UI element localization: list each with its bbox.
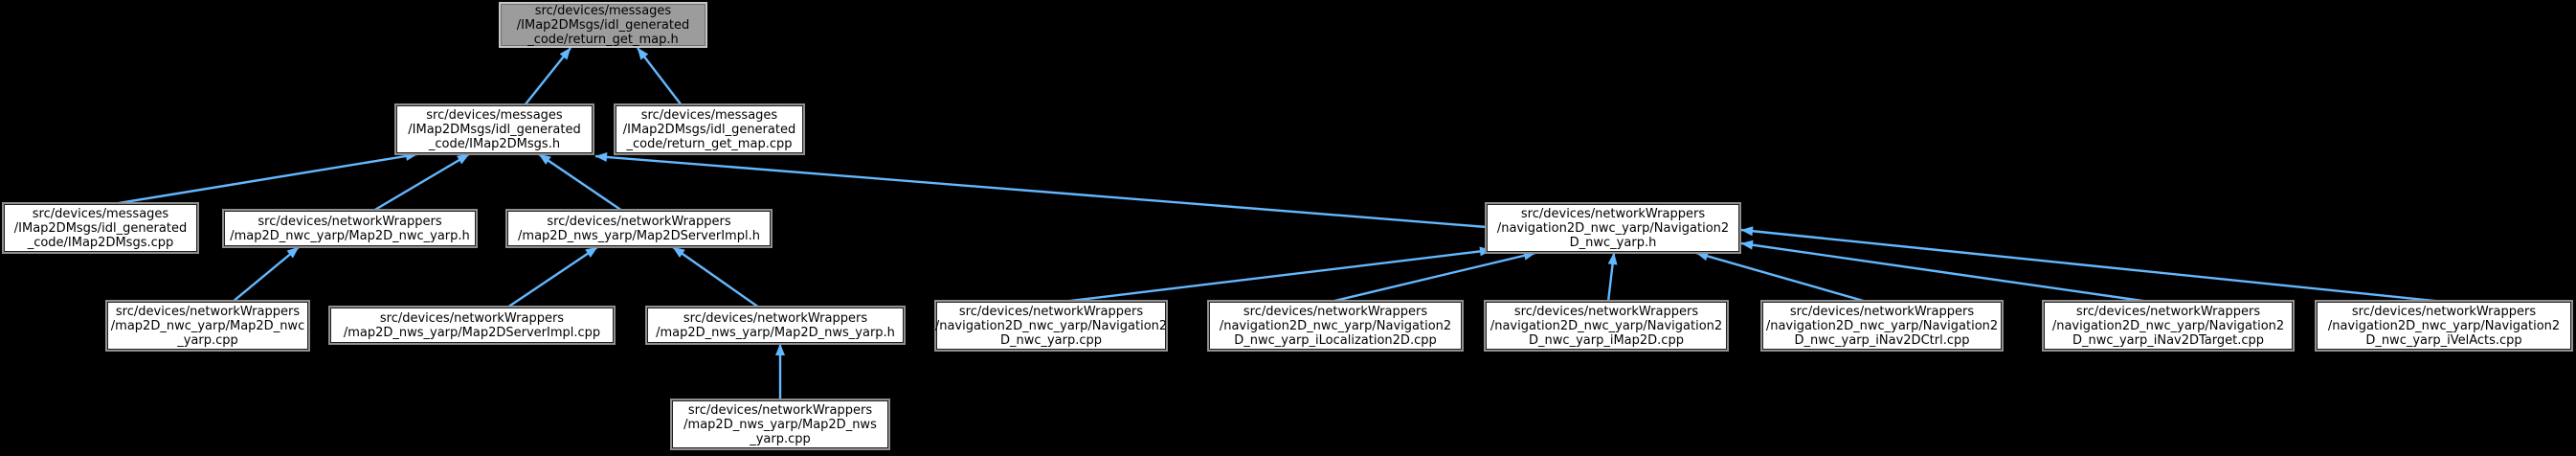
- graph-edge-iNav2DTarget_cpp-to-Navigation2D_nwc_yarp_h: [1740, 239, 2150, 304]
- graph-edge-iMap2D_cpp-to-Navigation2D_nwc_yarp_h: [1606, 252, 1618, 303]
- graph-edge-Map2D_nwc_yarp_h-to-IMap2DMsgs_h: [372, 152, 470, 213]
- graph-edge-Map2DServerImpl_cpp-to-Map2DServerImpl_h: [506, 246, 598, 308]
- graph-node-iMap2D_cpp[interactable]: src/devices/networkWrappers /navigation2…: [1486, 302, 1727, 350]
- graph-node-iVelActs_cpp[interactable]: src/devices/networkWrappers /navigation2…: [2317, 302, 2571, 350]
- graph-node-Map2D_nwc_yarp_cpp[interactable]: src/devices/networkWrappers /map2D_nwc_y…: [107, 302, 308, 350]
- graph-edge-IMap2DMsgs_h-to-return_get_map_h: [524, 47, 571, 106]
- graph-node-Map2D_nwc_yarp_h[interactable]: src/devices/networkWrappers /map2D_nwc_y…: [224, 211, 476, 246]
- graph-node-iNav2DCtrl_cpp[interactable]: src/devices/networkWrappers /navigation2…: [1762, 302, 2002, 350]
- graph-node-Map2D_nws_yarp_h[interactable]: src/devices/networkWrappers /map2D_nws_y…: [647, 308, 904, 343]
- graph-edge-IMap2DMsgs_cpp-to-IMap2DMsgs_h: [112, 151, 418, 206]
- graph-node-Navigation2D_nwc_yarp_cpp[interactable]: src/devices/networkWrappers /navigation2…: [935, 302, 1167, 350]
- graph-edge-iNav2DCtrl_cpp-to-Navigation2D_nwc_yarp_h: [1695, 251, 1868, 304]
- graph-edge-Map2D_nws_yarp_h-to-Map2DServerImpl_h: [672, 246, 760, 308]
- graph-node-Map2DServerImpl_h[interactable]: src/devices/networkWrappers /map2D_nws_y…: [507, 211, 771, 246]
- graph-node-Navigation2D_nwc_yarp_h[interactable]: src/devices/networkWrappers /navigation2…: [1487, 204, 1739, 252]
- graph-node-Map2D_nws_yarp_cpp[interactable]: src/devices/networkWrappers /map2D_nws_y…: [672, 400, 888, 448]
- graph-node-iNav2DTarget_cpp[interactable]: src/devices/networkWrappers /navigation2…: [2044, 302, 2293, 350]
- graph-edge-Navigation2D_nwc_yarp_cpp-to-Navigation2D_nwc_yarp_h: [1062, 246, 1492, 304]
- graph-node-return_get_map_h: src/devices/messages /IMap2DMsgs/idl_gen…: [501, 4, 706, 47]
- graph-edge-iLocalization2D_cpp-to-Navigation2D_nwc_yarp_h: [1330, 250, 1536, 304]
- graph-node-Map2DServerImpl_cpp[interactable]: src/devices/networkWrappers /map2D_nws_y…: [330, 308, 614, 343]
- graph-edge-iVelActs_cpp-to-Navigation2D_nwc_yarp_h: [1740, 226, 2445, 304]
- graph-edge-Map2DServerImpl_h-to-IMap2DMsgs_h: [538, 153, 623, 212]
- graph-node-IMap2DMsgs_h[interactable]: src/devices/messages /IMap2DMsgs/idl_gen…: [396, 105, 593, 153]
- graph-node-iLocalization2D_cpp[interactable]: src/devices/networkWrappers /navigation2…: [1209, 302, 1462, 350]
- graph-node-return_get_map_cpp[interactable]: src/devices/messages /IMap2DMsgs/idl_gen…: [616, 105, 803, 153]
- graph-edge-return_get_map_cpp-to-return_get_map_h: [637, 47, 683, 106]
- graph-edge-Map2D_nwc_yarp_cpp-to-Map2D_nwc_yarp_h: [232, 246, 300, 303]
- graph-node-IMap2DMsgs_cpp[interactable]: src/devices/messages /IMap2DMsgs/idl_gen…: [4, 204, 197, 252]
